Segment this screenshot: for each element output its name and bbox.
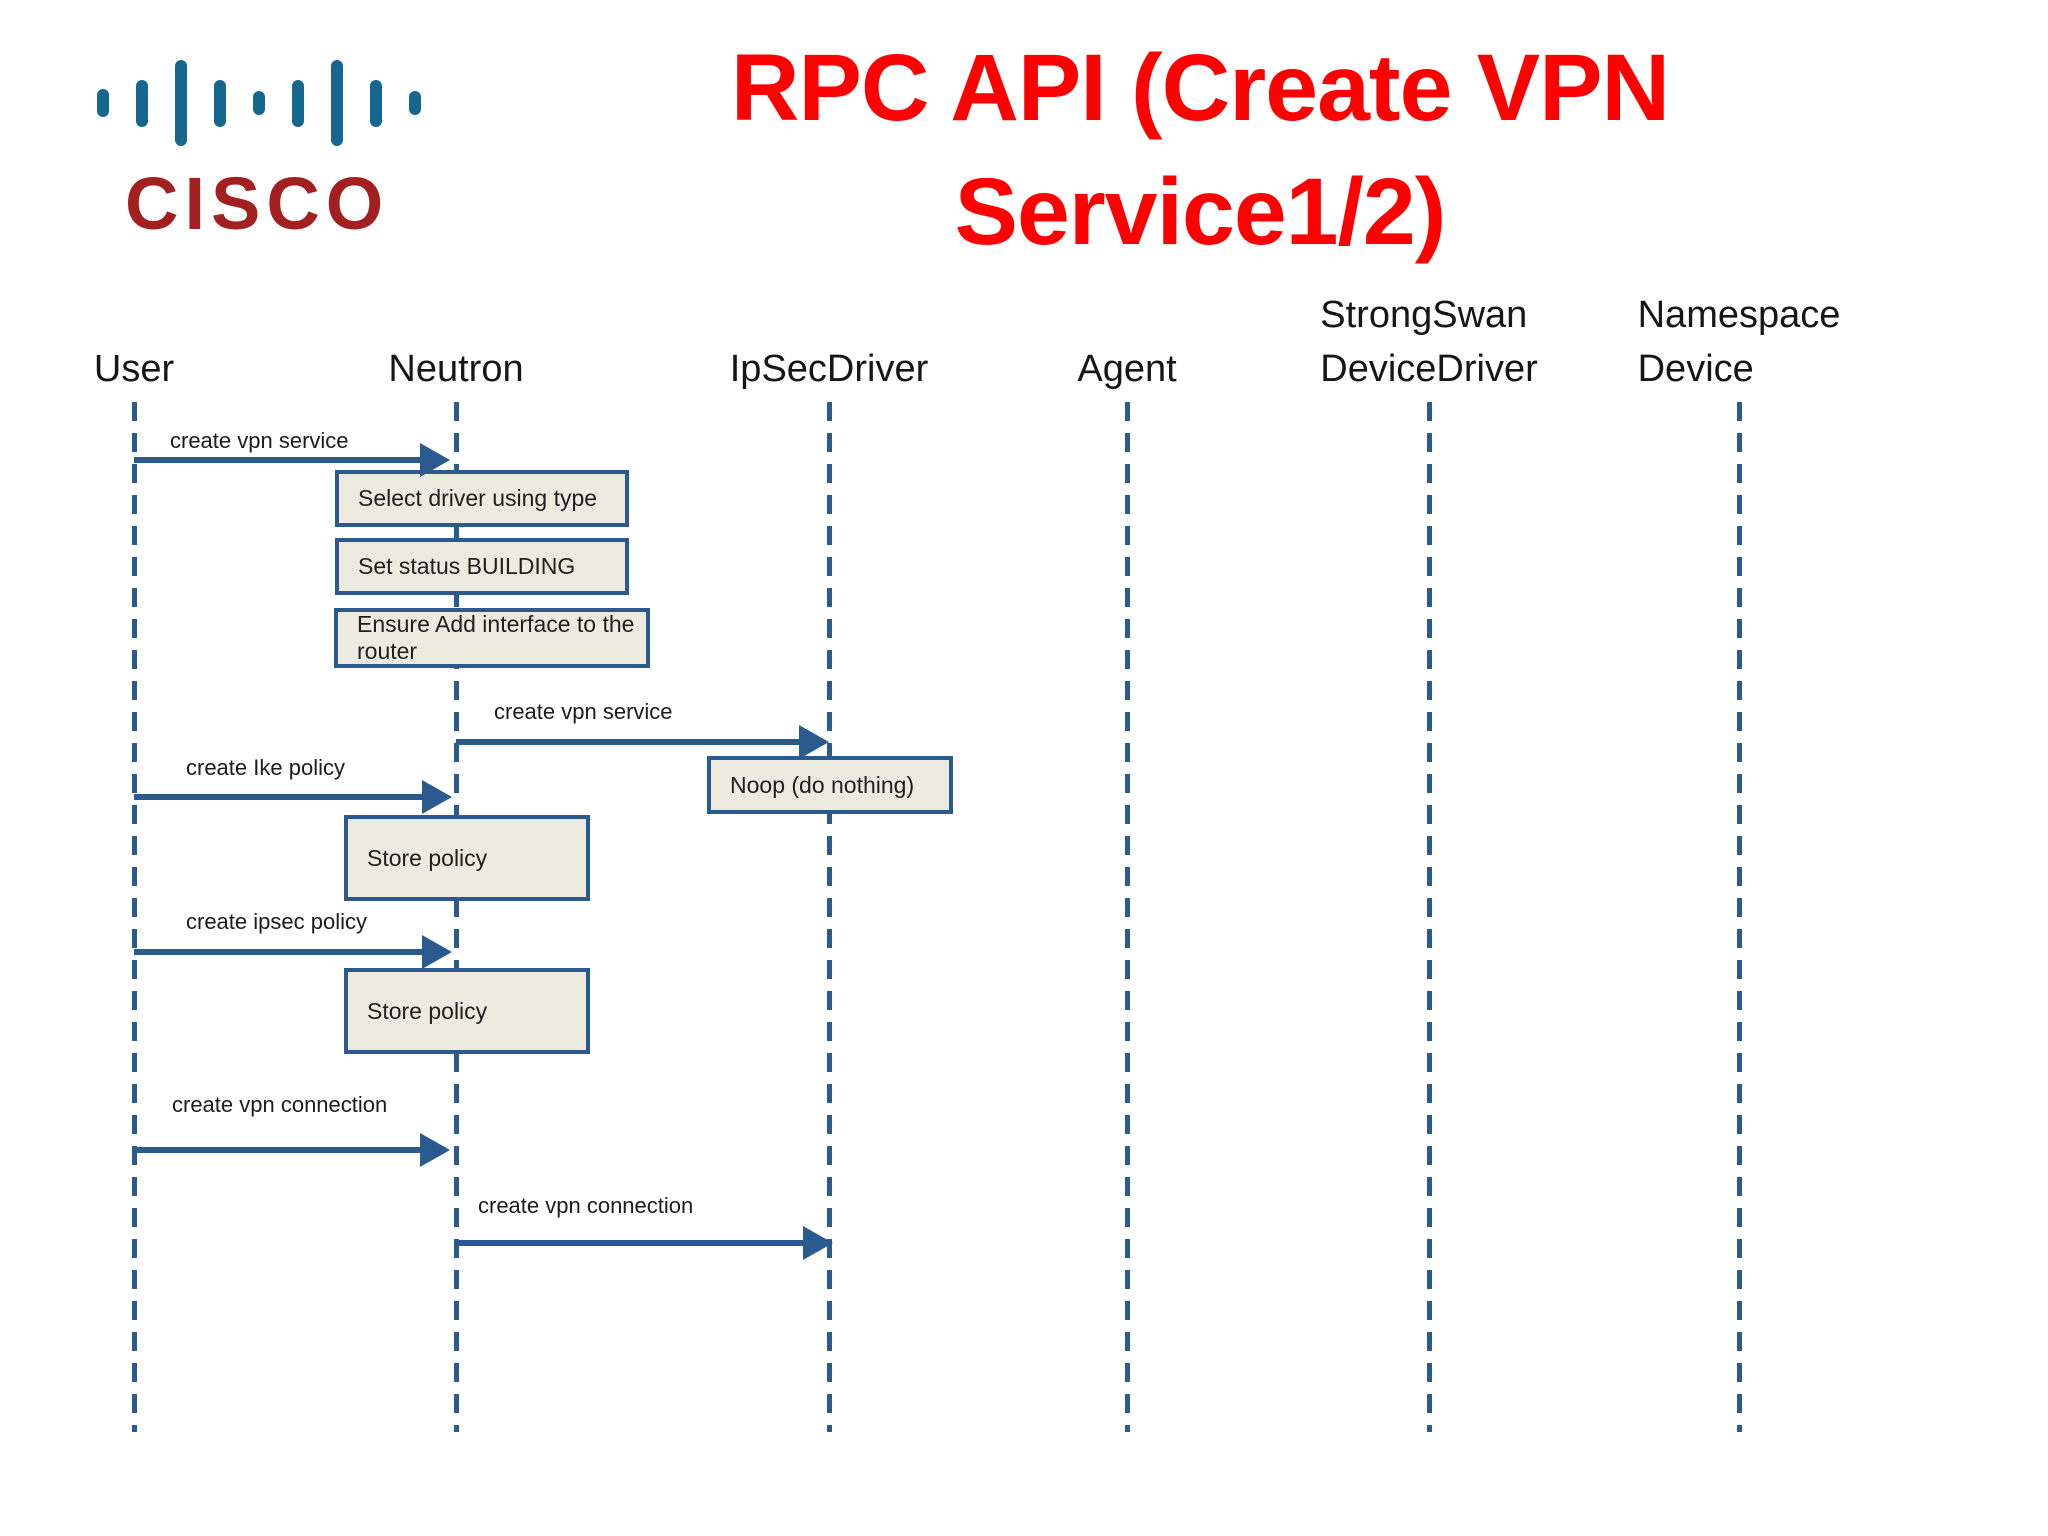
cisco-logo-bar-9 xyxy=(409,91,421,115)
message-label-4: create ipsec policy xyxy=(186,909,367,934)
message-arrow-2-shaft xyxy=(456,739,803,745)
message-arrow-6-shaft xyxy=(458,1240,807,1246)
message-arrow-5-shaft xyxy=(137,1147,424,1153)
lifeline-header-strongswan: StrongSwan DeviceDriver xyxy=(1320,294,1538,390)
cisco-logo-bar-8 xyxy=(370,79,382,127)
message-arrow-5-head xyxy=(420,1133,450,1167)
lifeline-header-agent: Agent xyxy=(1077,348,1177,390)
message-label-3: create Ike policy xyxy=(186,755,345,780)
lifeline-strongswan xyxy=(1426,402,1432,1432)
action-box-5: Store policy xyxy=(344,815,590,901)
cisco-logo-bars-icon xyxy=(97,55,421,151)
lifeline-namespace xyxy=(1736,402,1742,1432)
slide-title-line2: Service1/2) xyxy=(954,159,1447,265)
lifeline-header-namespace: Namespace Device xyxy=(1637,294,1841,390)
lifeline-header-ipsecdriver: IpSecDriver xyxy=(729,348,929,390)
cisco-logo-bar-6 xyxy=(292,79,304,127)
message-arrow-4-head xyxy=(422,935,452,969)
lifeline-user xyxy=(131,402,137,1432)
lifeline-header-neutron: Neutron xyxy=(388,348,524,390)
lifeline-neutron xyxy=(453,402,459,1432)
action-box-4: Noop (do nothing) xyxy=(707,756,953,814)
action-box-1: Select driver using type xyxy=(335,470,629,527)
cisco-logo-bar-4 xyxy=(214,79,226,127)
message-arrow-4-shaft xyxy=(134,949,426,955)
slide-title-line1: RPC API (Create VPN xyxy=(730,35,1670,141)
message-label-1: create vpn service xyxy=(170,428,349,453)
cisco-logo-bar-1 xyxy=(97,89,109,117)
cisco-logo: CISCO xyxy=(97,55,421,241)
action-box-3: Ensure Add interface to the router xyxy=(334,608,650,668)
message-label-5: create vpn connection xyxy=(172,1092,388,1117)
message-arrow-3-shaft xyxy=(134,794,426,800)
lifeline-agent xyxy=(1124,402,1130,1432)
message-label-2: create vpn service xyxy=(494,699,673,724)
cisco-logo-bar-7 xyxy=(331,60,343,146)
cisco-logo-bar-2 xyxy=(136,79,148,127)
message-arrow-3-head xyxy=(422,780,452,814)
message-label-6: create vpn connection xyxy=(478,1193,694,1218)
slide-title: RPC API (Create VPN Service1/2) xyxy=(640,26,1760,274)
message-arrow-1-shaft xyxy=(134,457,424,463)
action-box-2: Set status BUILDING xyxy=(335,538,629,595)
lifeline-header-user: User xyxy=(93,348,175,390)
action-box-6: Store policy xyxy=(344,968,590,1054)
cisco-logo-text: CISCO xyxy=(125,162,390,245)
lifeline-ipsecdriver xyxy=(826,402,832,1432)
message-arrow-2-head xyxy=(799,725,829,759)
cisco-logo-bar-5 xyxy=(253,91,265,115)
cisco-logo-bar-3 xyxy=(175,60,187,146)
message-arrow-1-head xyxy=(420,443,450,477)
message-arrow-6-head xyxy=(803,1226,833,1260)
